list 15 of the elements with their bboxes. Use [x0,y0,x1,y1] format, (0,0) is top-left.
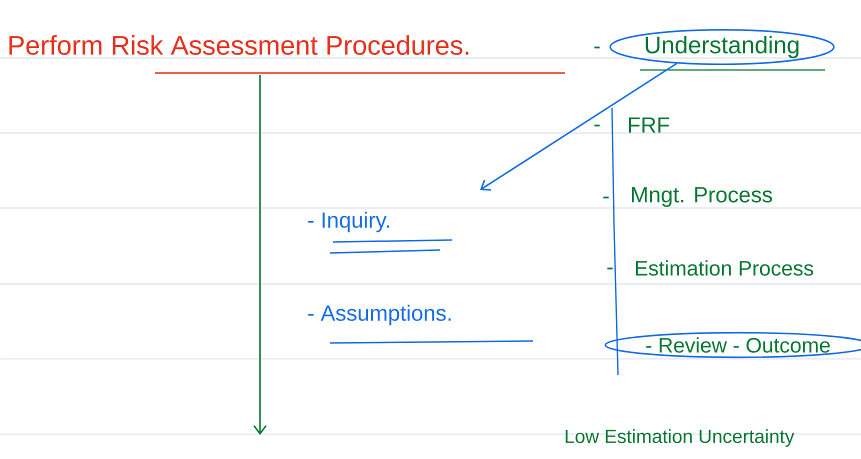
arrow [480,62,678,191]
note-text: Mngt. Process [632,187,772,207]
dash: - [607,268,613,270]
note-text: - Inquiry. [308,212,390,232]
dash: - [594,46,600,48]
note-text: Estimation Process [636,260,814,276]
note-text: Low Estimation Uncertainty [566,429,794,447]
circled-text: - Review - Outcome [604,332,861,358]
arrow [253,75,267,435]
title: Perform Risk Assessment Procedures. [9,35,468,55]
note-text: FRF [629,117,670,133]
circled-text: Understanding [609,28,835,66]
note-text: - Assumptions. [308,304,451,326]
dash: - [603,196,609,198]
dash: - [594,124,600,126]
